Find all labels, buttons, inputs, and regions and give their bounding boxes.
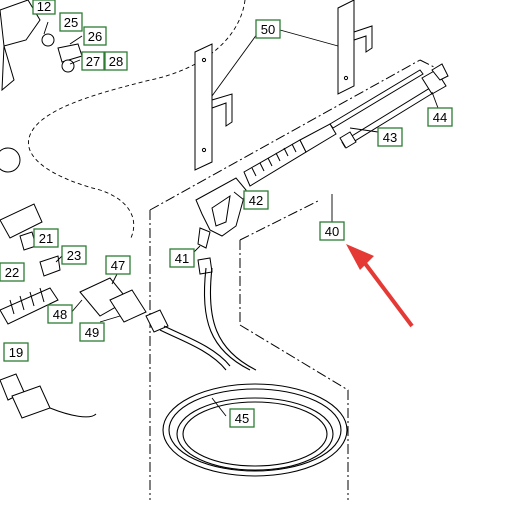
fittings [0, 203, 213, 333]
callout-label: 40 [325, 224, 339, 239]
callout-label: 19 [9, 345, 23, 360]
spray-lance [329, 63, 449, 149]
callout-23[interactable]: 23 [61, 245, 87, 265]
pump-parts [0, 0, 83, 173]
callout-label: 50 [261, 22, 275, 37]
callout-44[interactable]: 44 [427, 107, 453, 127]
callout-label: 25 [64, 15, 78, 30]
leader-lines [35, 21, 439, 417]
wall-hanger-right [337, 0, 373, 95]
callout-label: 26 [88, 29, 102, 44]
wall-hanger-left [194, 43, 233, 171]
callout-label: 49 [85, 325, 99, 340]
callout-label: 28 [109, 54, 123, 69]
callout-label: 45 [235, 411, 249, 426]
callout-49[interactable]: 49 [79, 322, 105, 342]
callout-label: 22 [5, 265, 19, 280]
callout-label: 44 [433, 110, 447, 125]
callout-50[interactable]: 50 [255, 19, 281, 39]
callout-label: 21 [39, 231, 53, 246]
callout-45[interactable]: 45 [229, 408, 255, 428]
callout-label: 47 [111, 258, 125, 273]
callout-label: 48 [53, 307, 67, 322]
callout-40[interactable]: 40 [319, 221, 345, 241]
red-arrow [346, 244, 414, 328]
callout-25[interactable]: 25 [59, 12, 83, 32]
connector-assembly [0, 373, 97, 419]
callout-43[interactable]: 43 [377, 127, 403, 147]
callout-21[interactable]: 21 [33, 228, 59, 248]
callout-12[interactable]: 12 [32, 0, 56, 15]
callout-label: 27 [86, 54, 100, 69]
callout-41[interactable]: 41 [169, 248, 195, 268]
callout-label: 23 [67, 248, 81, 263]
callout-label: 41 [175, 251, 189, 266]
callout-label: 43 [383, 130, 397, 145]
callout-28[interactable]: 28 [104, 51, 128, 71]
callout-48[interactable]: 48 [47, 304, 73, 324]
callout-42[interactable]: 42 [243, 190, 269, 210]
hose-coil [159, 267, 348, 477]
callout-26[interactable]: 26 [83, 26, 107, 46]
callout-22[interactable]: 22 [0, 262, 25, 282]
trigger-gun [195, 123, 337, 249]
callout-27[interactable]: 27 [81, 51, 105, 71]
callout-19[interactable]: 19 [3, 342, 29, 362]
callout-label: 12 [37, 0, 51, 14]
callout-47[interactable]: 47 [105, 255, 131, 275]
callout-label: 42 [249, 193, 263, 208]
